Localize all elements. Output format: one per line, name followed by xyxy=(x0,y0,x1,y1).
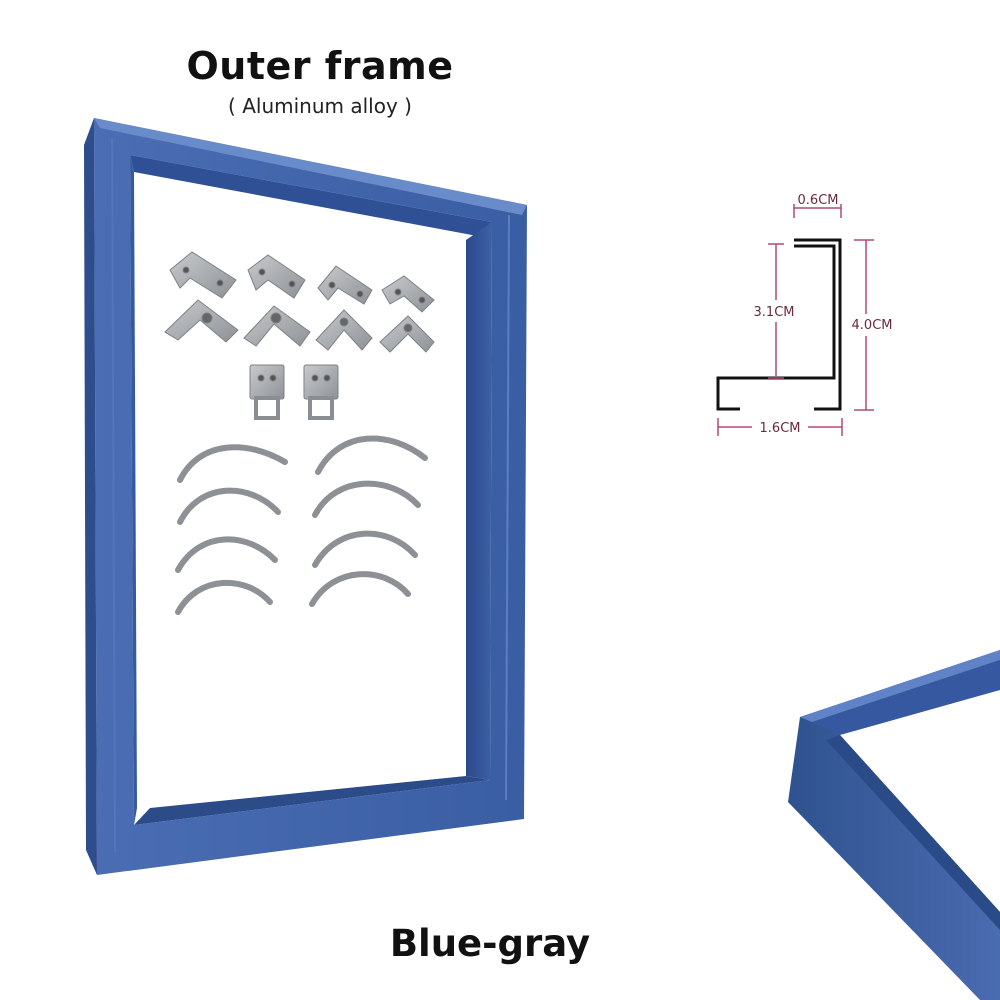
frame-inner-right-wall xyxy=(466,222,492,780)
spring-clip-icon xyxy=(175,580,273,615)
frame-inner-left-wall xyxy=(130,155,137,825)
frame-illustration xyxy=(84,118,527,875)
dimension-top-width: 0.6CM xyxy=(798,193,839,208)
frame-left-edge xyxy=(84,118,97,875)
corner-bracket-icon xyxy=(164,299,239,343)
frame-outer-face xyxy=(94,118,527,875)
spring-clip-icon xyxy=(312,530,418,568)
spring-clip-icon xyxy=(312,480,421,518)
profile-diagram: 0.6CM 3.1CM 4.0CM 1.6CM xyxy=(716,193,904,437)
corner-bracket-icon xyxy=(315,309,373,351)
material-subtitle: ( Aluminum alloy ) xyxy=(228,94,412,118)
spring-clip-icon xyxy=(309,571,411,607)
corner-bracket-icon xyxy=(381,275,435,313)
sawtooth-hanger-icon xyxy=(303,364,339,420)
spring-clips xyxy=(175,435,428,615)
product-title: Outer frame xyxy=(186,44,454,88)
color-name-label: Blue-gray xyxy=(389,922,591,965)
mounting-hardware xyxy=(164,251,435,420)
corner-bracket-icon xyxy=(247,254,306,299)
dimension-total-height: 4.0CM xyxy=(852,318,893,333)
spring-clip-icon xyxy=(315,435,428,475)
spring-clip-icon xyxy=(177,487,281,525)
corner-bracket-icon xyxy=(243,305,311,347)
frame-top-edge xyxy=(94,118,527,215)
spring-clip-icon xyxy=(175,536,278,573)
corner-closeup xyxy=(788,650,1000,1000)
sawtooth-hanger-icon xyxy=(249,364,285,420)
spring-clip-icon xyxy=(177,444,288,483)
dimension-bottom-width: 1.6CM xyxy=(760,421,801,436)
corner-bracket-icon xyxy=(317,265,373,305)
profile-outline xyxy=(716,238,842,411)
dimension-inner-height: 3.1CM xyxy=(754,305,795,320)
corner-bracket-icon xyxy=(379,315,435,353)
corner-bracket-icon xyxy=(169,251,237,299)
frame-inner-top-wall xyxy=(130,155,492,238)
frame-inner-bottom-wall xyxy=(134,776,490,825)
